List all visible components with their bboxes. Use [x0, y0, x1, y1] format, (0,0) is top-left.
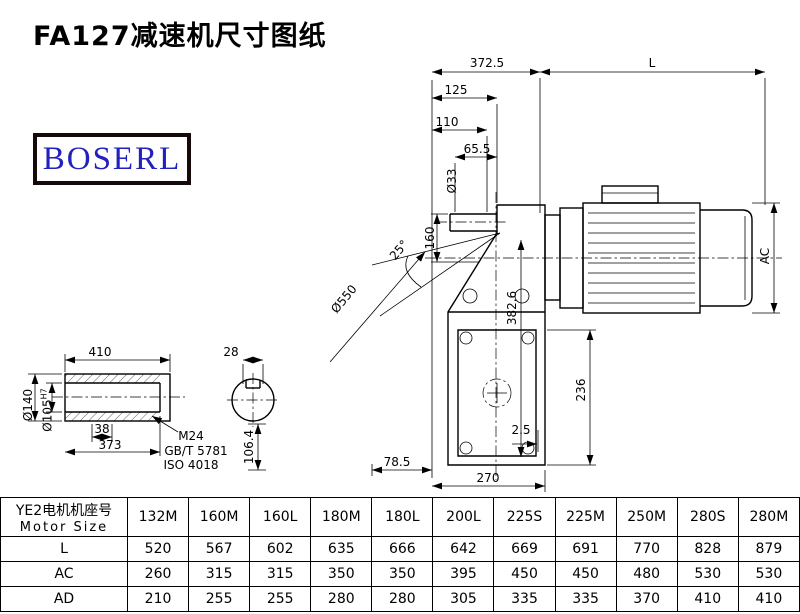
boserl-logo: BOSERL — [33, 133, 191, 185]
table-cell: 370 — [615, 586, 678, 612]
table-cell: 450 — [554, 561, 617, 587]
table-header-cell: 132M — [126, 497, 190, 537]
dim-shaft-diameter-33-label: Ø33 — [445, 168, 459, 194]
table-row-label: AD — [0, 586, 128, 612]
table-cell: 395 — [432, 561, 495, 587]
table-cell: 255 — [249, 586, 312, 612]
table-cell: 280 — [310, 586, 373, 612]
shaft-end-view — [227, 356, 279, 471]
dim-78-5-label: 78.5 — [383, 455, 411, 469]
table-header-cell: 160L — [249, 497, 312, 537]
table-cell: 305 — [432, 586, 495, 612]
table-cell: 280 — [371, 586, 434, 612]
dimension-lines-main — [329, 68, 780, 492]
note-iso-standard-label: ISO 4018 — [163, 458, 219, 472]
dim-125-label: 125 — [444, 83, 468, 97]
table-cell: 315 — [249, 561, 312, 587]
table-cell: 335 — [554, 586, 617, 612]
table-header-cell: 180L — [371, 497, 434, 537]
dim-overall-width-label: 372.5 — [469, 56, 505, 70]
motor-side-view — [544, 185, 753, 314]
table-cell: 691 — [554, 536, 617, 562]
table-header-cell: 180M — [310, 497, 373, 537]
gearbox-main-view — [425, 192, 782, 480]
dim-382-6-label: 382.6 — [505, 290, 519, 326]
table-cell: 879 — [737, 536, 800, 562]
table-header-cell: 280S — [676, 497, 739, 537]
dim-373-label: 373 — [98, 438, 122, 452]
table-cell: 602 — [249, 536, 312, 562]
hollow-shaft-detail-view — [28, 354, 185, 456]
table-cell: 410 — [737, 586, 800, 612]
dim-106-4-label: 106.4 — [242, 429, 256, 465]
dim-38-label: 38 — [94, 422, 110, 436]
dim-110-label: 110 — [435, 115, 459, 129]
dim-outer-diameter-140-label: Ø140 — [21, 388, 35, 422]
table-cell: 635 — [310, 536, 373, 562]
table-cell: 210 — [126, 586, 190, 612]
table-row-label: L — [0, 536, 128, 562]
dim-bore-tolerance: H7 — [39, 388, 49, 400]
dim-160-label: 160 — [423, 226, 437, 250]
dim-236-label: 236 — [574, 378, 588, 402]
table-cell: 260 — [126, 561, 190, 587]
table-cell: 642 — [432, 536, 495, 562]
table-cell: 450 — [493, 561, 556, 587]
page-title: FA127减速机尺寸图纸 — [33, 21, 327, 52]
table-row-label: AC — [0, 561, 128, 587]
boserl-logo-text: BOSERL — [42, 140, 182, 177]
table-cell: 335 — [493, 586, 556, 612]
table-cell: 530 — [737, 561, 800, 587]
dim-shaft-length-410-label: 410 — [88, 345, 112, 359]
dim-bore-diameter-105h7-label: Ø105H7 — [39, 388, 55, 432]
table-header-cell: 160M — [188, 497, 251, 537]
table-header-cell: 250M — [615, 497, 678, 537]
table-cell: 669 — [493, 536, 556, 562]
note-gbt-standard-label: GB/T 5781 — [164, 444, 228, 458]
dim-65-5-label: 65.5 — [463, 142, 491, 156]
dim-270-label: 270 — [476, 471, 500, 485]
table-header-cell: 200L — [432, 497, 495, 537]
table-cell: 255 — [188, 586, 251, 612]
table-header-cell: 280M — [737, 497, 800, 537]
dim-motor-diameter-ac-label: AC — [758, 247, 772, 265]
table-header-cell: 225S — [493, 497, 556, 537]
table-cell: 520 — [126, 536, 190, 562]
table-header-cell: 225M — [554, 497, 617, 537]
dim-bore-diameter-value: Ø105 — [40, 399, 55, 432]
note-m24-thread-label: M24 — [178, 429, 204, 443]
dim-2-5-label: 2.5 — [511, 423, 531, 437]
table-cell: 350 — [310, 561, 373, 587]
table-cell: 410 — [676, 586, 739, 612]
dim-motor-length-label: L — [648, 56, 656, 70]
table-cell: 480 — [615, 561, 678, 587]
table-cell: 567 — [188, 536, 251, 562]
dim-keyway-28-label: 28 — [223, 345, 239, 359]
table-cell: 666 — [371, 536, 434, 562]
table-cell: 315 — [188, 561, 251, 587]
table-cell: 350 — [371, 561, 434, 587]
table-cell: 770 — [615, 536, 678, 562]
table-cell: 828 — [676, 536, 739, 562]
table-cell: 530 — [676, 561, 739, 587]
